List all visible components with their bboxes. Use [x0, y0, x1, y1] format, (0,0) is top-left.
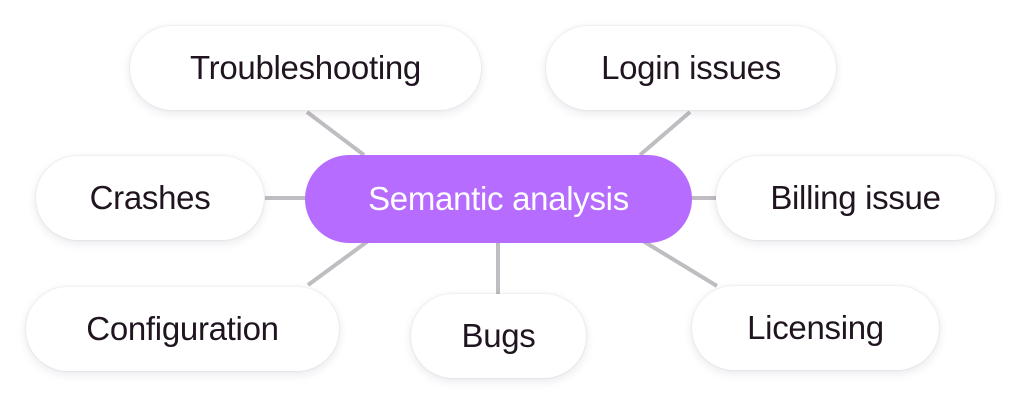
topic-node-configuration: Configuration	[26, 287, 339, 371]
topic-node-crashes: Crashes	[36, 156, 264, 240]
topic-node-bugs: Bugs	[411, 294, 586, 378]
connector-troubleshooting	[305, 110, 366, 157]
topic-node-licensing: Licensing	[692, 286, 939, 370]
central-node-semantic-analysis: Semantic analysis	[305, 155, 692, 243]
connector-configuration	[306, 239, 370, 287]
topic-node-login-issues: Login issues	[546, 26, 836, 110]
topic-node-troubleshooting: Troubleshooting	[130, 26, 481, 110]
connector-licensing	[641, 239, 719, 288]
topic-node-billing-issue: Billing issue	[716, 156, 995, 240]
connector-login	[638, 110, 692, 157]
